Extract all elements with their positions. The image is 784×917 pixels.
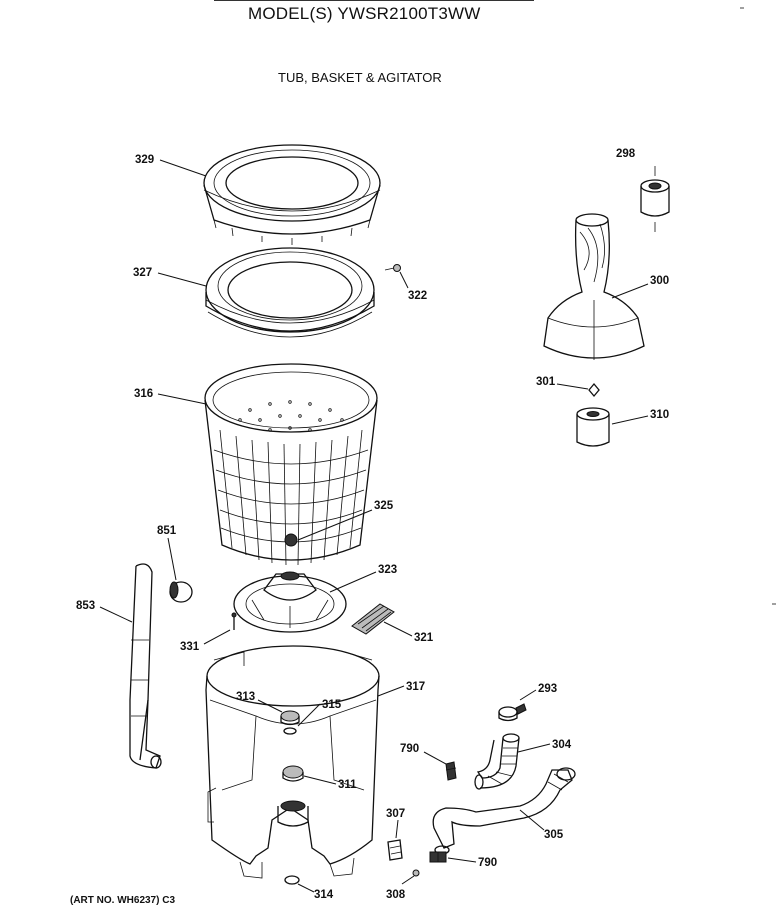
- bracket-307[interactable]: [387, 839, 403, 861]
- callout-300: 300: [611, 275, 669, 299]
- label-316: 316: [134, 388, 153, 400]
- callout-307: 307: [386, 808, 405, 839]
- callout-317: 317: [377, 681, 425, 697]
- label-314: 314: [314, 889, 334, 901]
- callout-329: 329: [135, 154, 207, 177]
- agitator-cap-298[interactable]: [640, 166, 670, 232]
- label-311: 311: [338, 779, 357, 791]
- callout-321: 321: [383, 621, 434, 644]
- label-305: 305: [544, 829, 564, 841]
- callout-323: 323: [329, 564, 397, 593]
- screw-308[interactable]: [412, 869, 420, 877]
- callout-304: 304: [517, 739, 572, 753]
- label-325: 325: [374, 500, 394, 512]
- label-790-a: 790: [400, 743, 419, 755]
- callout-316: 316: [134, 388, 207, 405]
- callout-305: 305: [519, 809, 564, 841]
- tub-cover-329[interactable]: [203, 144, 381, 245]
- art-number: (ART NO. WH6237) C3: [70, 895, 176, 906]
- pin-331[interactable]: [231, 612, 237, 630]
- callout-315: 315: [297, 699, 342, 727]
- label-327: 327: [133, 267, 152, 279]
- washer-315[interactable]: [283, 727, 297, 735]
- label-310: 310: [650, 409, 669, 421]
- label-307: 307: [386, 808, 405, 820]
- callout-790-b: 790: [447, 857, 497, 869]
- label-321: 321: [414, 632, 434, 644]
- callout-322: 322: [399, 271, 427, 302]
- screw-322[interactable]: [384, 264, 401, 272]
- label-298: 298: [616, 148, 636, 160]
- callout-308: 308: [386, 875, 415, 901]
- label-315: 315: [322, 699, 342, 711]
- callout-314: 314: [297, 883, 334, 901]
- label-853: 853: [76, 600, 95, 612]
- section-title: TUB, BASKET & AGITATOR: [278, 70, 442, 85]
- callout-313: 313: [236, 691, 283, 713]
- callout-331: 331: [180, 629, 231, 653]
- seal-313[interactable]: [280, 710, 300, 726]
- label-329: 329: [135, 154, 154, 166]
- label-331: 331: [180, 641, 200, 653]
- balance-ring-327[interactable]: [205, 247, 375, 338]
- label-317: 317: [406, 681, 425, 693]
- clamp-293[interactable]: [498, 703, 527, 722]
- coupler-310[interactable]: [576, 407, 610, 447]
- washer-314[interactable]: [284, 875, 300, 885]
- header-rule: [214, 0, 534, 1]
- callout-293: 293: [519, 683, 557, 701]
- part-301[interactable]: [588, 382, 600, 398]
- outer-tub-317[interactable]: [205, 645, 380, 879]
- callout-301: 301: [536, 376, 589, 390]
- label-851: 851: [157, 525, 177, 537]
- label-323: 323: [378, 564, 397, 576]
- label-313: 313: [236, 691, 255, 703]
- callout-851: 851: [157, 525, 177, 581]
- hose-305[interactable]: [432, 767, 576, 855]
- callout-298: 298: [616, 148, 636, 160]
- callout-311: 311: [303, 775, 357, 791]
- label-293: 293: [538, 683, 557, 695]
- label-304: 304: [552, 739, 572, 751]
- basket-316[interactable]: [204, 363, 378, 566]
- label-300: 300: [650, 275, 669, 287]
- callout-327: 327: [133, 267, 207, 287]
- label-322: 322: [408, 290, 427, 302]
- part-851[interactable]: [169, 581, 193, 603]
- callout-853: 853: [76, 600, 133, 623]
- label-790-b: 790: [478, 857, 497, 869]
- callout-790-a: 790: [400, 743, 447, 765]
- filter-321[interactable]: [351, 603, 395, 635]
- tube-853[interactable]: [129, 563, 162, 769]
- clip-790-b[interactable]: [429, 851, 447, 863]
- bearing-311[interactable]: [282, 765, 304, 782]
- callout-310: 310: [611, 409, 669, 425]
- label-301: 301: [536, 376, 556, 388]
- hose-304[interactable]: [474, 733, 520, 790]
- label-308: 308: [386, 889, 406, 901]
- callout-325: 325: [297, 500, 394, 541]
- hub-323[interactable]: [233, 571, 347, 633]
- agitator-300[interactable]: [543, 213, 645, 360]
- clip-790-a[interactable]: [445, 761, 457, 781]
- model-title: MODEL(S) YWSR2100T3WW: [248, 4, 481, 23]
